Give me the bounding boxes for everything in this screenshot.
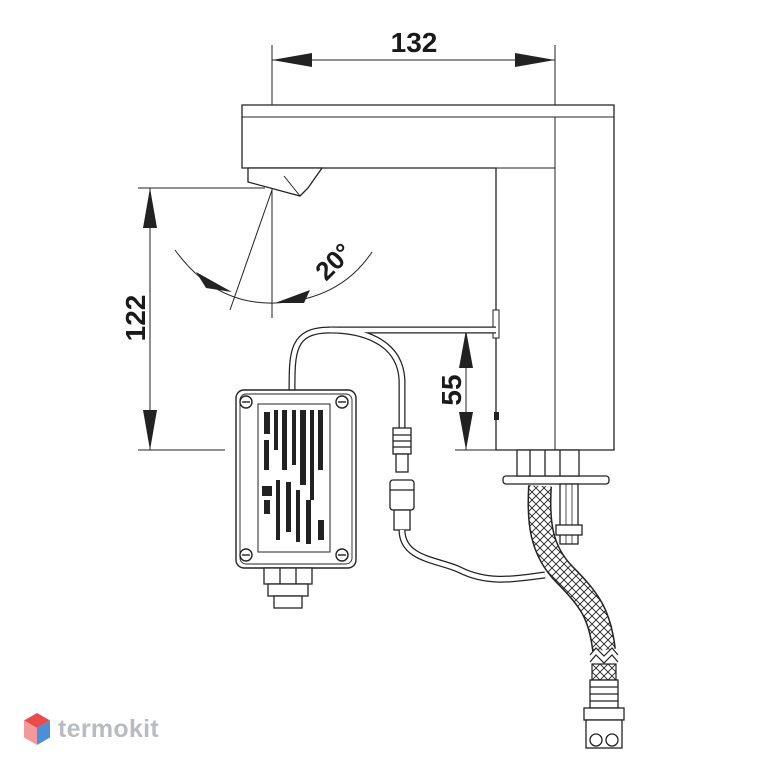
termokit-logo-icon <box>24 713 50 745</box>
connector-cable <box>398 529 546 583</box>
termokit-logo-text: termokit <box>58 714 160 743</box>
dimension-height-label: 122 <box>120 295 151 342</box>
dimension-angle <box>174 189 373 311</box>
dimension-height <box>138 187 265 451</box>
faucet-body <box>241 104 615 451</box>
braided-hose <box>527 485 619 681</box>
dimension-angle-label: 20° <box>309 237 358 286</box>
hose-fitting <box>583 679 625 749</box>
cable-connector <box>389 427 415 531</box>
dimension-sensor-height-label: 55 <box>436 374 467 405</box>
control-cable-inner <box>289 327 496 430</box>
cable-gland <box>263 567 313 609</box>
termokit-logo: termokit <box>22 712 159 746</box>
mounting-flange <box>502 449 610 545</box>
dimension-width-label: 132 <box>391 27 438 58</box>
control-box-label-lines <box>262 410 324 544</box>
